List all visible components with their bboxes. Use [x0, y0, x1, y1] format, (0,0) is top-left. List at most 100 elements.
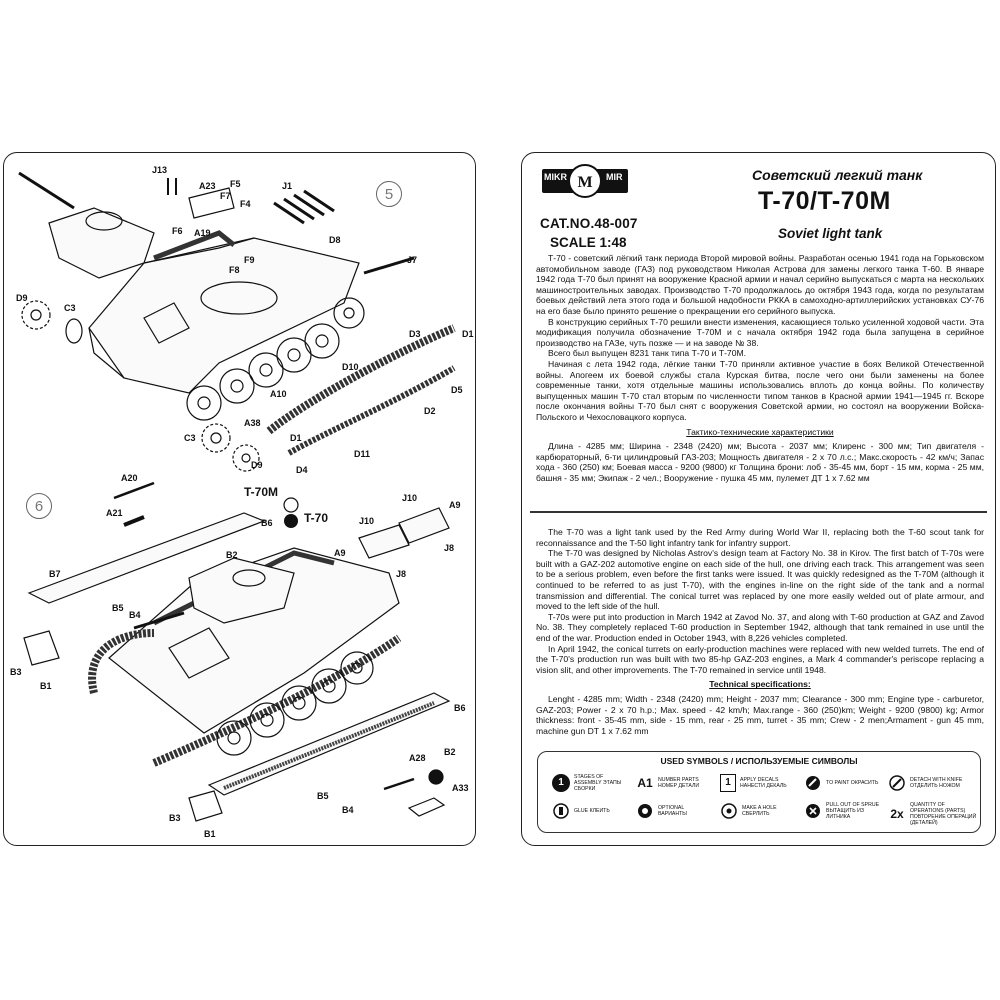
sprue-icon — [804, 802, 822, 820]
part-label: A28 — [409, 753, 426, 763]
part-label: A9 — [449, 500, 461, 510]
part-label: A21 — [106, 508, 123, 518]
part-label: D10 — [342, 362, 359, 372]
part-label: J8 — [444, 543, 455, 553]
part-label: J1 — [282, 181, 293, 191]
variant-t70m-label: T-70M — [244, 485, 279, 499]
en-title: Soviet light tank — [778, 226, 883, 241]
part-label: B1 — [204, 829, 216, 839]
ru-spec: Длина - 4285 мм; Ширина - 2348 (2420) мм… — [536, 441, 984, 483]
ru-title: Советский легкий танк — [752, 167, 923, 183]
ru-paragraph: Всего был выпущен 8231 танк типа Т-70 и … — [548, 348, 747, 359]
ru-paragraph: Т-70 - советский лёгкий танк периода Вто… — [536, 253, 984, 316]
paint-icon — [804, 774, 822, 792]
en-spec: Lenght - 4285 mm; Width - 2348 (2420) mm… — [536, 693, 984, 736]
part-label: B7 — [49, 569, 61, 579]
part-label: J7 — [407, 255, 418, 265]
legend-item-sprue: PULL OUT OF SPRUE ВЫТАЩИТЬ ИЗ ЛИТНИКА — [804, 802, 882, 820]
part-label: J8 — [396, 569, 407, 579]
variant-t70-label: T-70 — [304, 511, 329, 525]
part-label: B4 — [342, 805, 354, 815]
part-label: D2 — [424, 406, 436, 416]
part-label: F5 — [230, 179, 241, 189]
legend-item-knife: DETACH WITH KNIFE ОТДЕЛИТЬ НОЖОМ — [888, 774, 966, 792]
part-label: B4 — [129, 610, 141, 620]
en-spec-heading: Technical specifications: — [709, 679, 811, 690]
part-label: B2 — [226, 550, 238, 560]
legend-item-optional: OPTIONAL ВАРИАНТЫ — [636, 802, 714, 820]
en-paragraph: T-70s were put into production in March … — [536, 611, 984, 643]
en-paragraph: The T-70 was a light tank used by the Re… — [536, 527, 984, 548]
en-paragraph: The T-70 was designed by Nicholas Astrov… — [536, 548, 984, 612]
part-label: D9 — [251, 460, 263, 470]
part-label: F6 — [172, 226, 183, 236]
part-label: A10 — [270, 389, 287, 399]
quantity-icon: 2x — [890, 807, 904, 821]
part-label: B6 — [261, 518, 273, 528]
assembly-page: 5 6 T-70M T-70 J13 A23 F5 F7 F4 F6 A19 F… — [3, 152, 476, 846]
en-description: The T-70 was a light tank used by the Re… — [536, 527, 984, 736]
logo-text-right: MIR — [606, 172, 623, 182]
ru-paragraph: Начиная с лета 1942 года, лёгкие танки Т… — [536, 358, 984, 422]
part-number-icon: A1 — [637, 776, 653, 790]
knife-icon — [888, 774, 906, 792]
legend-item-part-number: A1 NUMBER PARTS НОМЕР ДЕТАЛИ — [637, 776, 700, 790]
part-label: D8 — [329, 235, 341, 245]
part-label: A23 — [199, 181, 216, 191]
part-label: A19 — [194, 228, 211, 238]
step-6-number: 6 — [26, 493, 52, 519]
part-label: D11 — [354, 449, 371, 459]
part-label: J10 — [359, 516, 375, 526]
part-label: C3 — [184, 433, 196, 443]
part-label: F8 — [229, 265, 240, 275]
assembly-drawing — [18, 171, 456, 822]
ru-spec-heading: Тактико-технические характеристики — [686, 426, 834, 437]
ru-paragraph: В конструкцию серийных Т-70 решили внест… — [536, 316, 984, 348]
part-label: J10 — [402, 493, 418, 503]
svg-text:M: M — [577, 174, 592, 191]
stage-number-icon: 1 — [552, 774, 570, 792]
optional-icon — [636, 802, 654, 820]
part-label: B6 — [454, 703, 466, 713]
part-label: B1 — [40, 681, 52, 691]
main-title: T-70/T-70M — [758, 187, 891, 215]
en-paragraph: In April 1942, the conical turrets on ea… — [536, 643, 984, 675]
part-label: B5 — [112, 603, 124, 613]
part-label: B3 — [169, 813, 181, 823]
decal-icon: 1 — [720, 774, 736, 792]
part-label: A33 — [452, 783, 469, 793]
legend-title: USED SYMBOLS / ИСПОЛЬЗУЕМЫЕ СИМВОЛЫ — [660, 756, 858, 766]
info-page: M MIKR MIR CAT.NO.48-007 SCALE 1:48 Сове… — [521, 152, 996, 846]
scale-label: SCALE 1:48 — [550, 235, 627, 250]
part-label: F9 — [244, 255, 255, 265]
step-5-number: 5 — [376, 181, 402, 207]
catalog-number: CAT.NO.48-007 — [540, 216, 638, 231]
part-label: F4 — [240, 199, 251, 209]
legend-item-stages: 1 STAGES OF ASSEMBLY ЭТАПЫ СБОРКИ — [552, 774, 630, 792]
part-label: B2 — [444, 747, 456, 757]
part-label: F7 — [220, 191, 231, 201]
part-label: D9 — [16, 293, 28, 303]
legend-item-drill: MAKE A HOLE СВЕРЛИТЬ — [720, 802, 798, 820]
part-label: D5 — [451, 385, 463, 395]
mikromir-logo: M — [542, 164, 628, 198]
part-label: J13 — [152, 165, 168, 175]
part-label: B3 — [10, 667, 22, 677]
divider — [530, 511, 987, 513]
legend-item-quantity: 2x QUANTITY OF OPERATIONS (PARTS) ПОВТОР… — [888, 802, 978, 826]
legend-item-decals: 1 APPLY DECALS НАНЕСТИ ДЕКАЛЬ — [720, 774, 796, 792]
legend-item-paint: TO PAINT ОКРАСИТЬ — [804, 774, 882, 792]
symbols-legend: USED SYMBOLS / ИСПОЛЬЗУЕМЫЕ СИМВОЛЫ 1 ST… — [537, 751, 981, 833]
ru-description: Т-70 - советский лёгкий танк периода Вто… — [536, 253, 984, 483]
logo-text-left: MIKR — [544, 172, 567, 182]
part-label: D1 — [290, 433, 302, 443]
part-label: C3 — [64, 303, 76, 313]
part-label: A20 — [121, 473, 138, 483]
drill-icon — [720, 802, 738, 820]
glue-icon — [552, 802, 570, 820]
part-label: D3 — [409, 329, 421, 339]
part-label: D1 — [462, 329, 474, 339]
part-label: D4 — [296, 465, 308, 475]
part-label: A38 — [244, 418, 261, 428]
legend-item-glue: GLUE КЛЕИТЬ — [552, 802, 630, 820]
